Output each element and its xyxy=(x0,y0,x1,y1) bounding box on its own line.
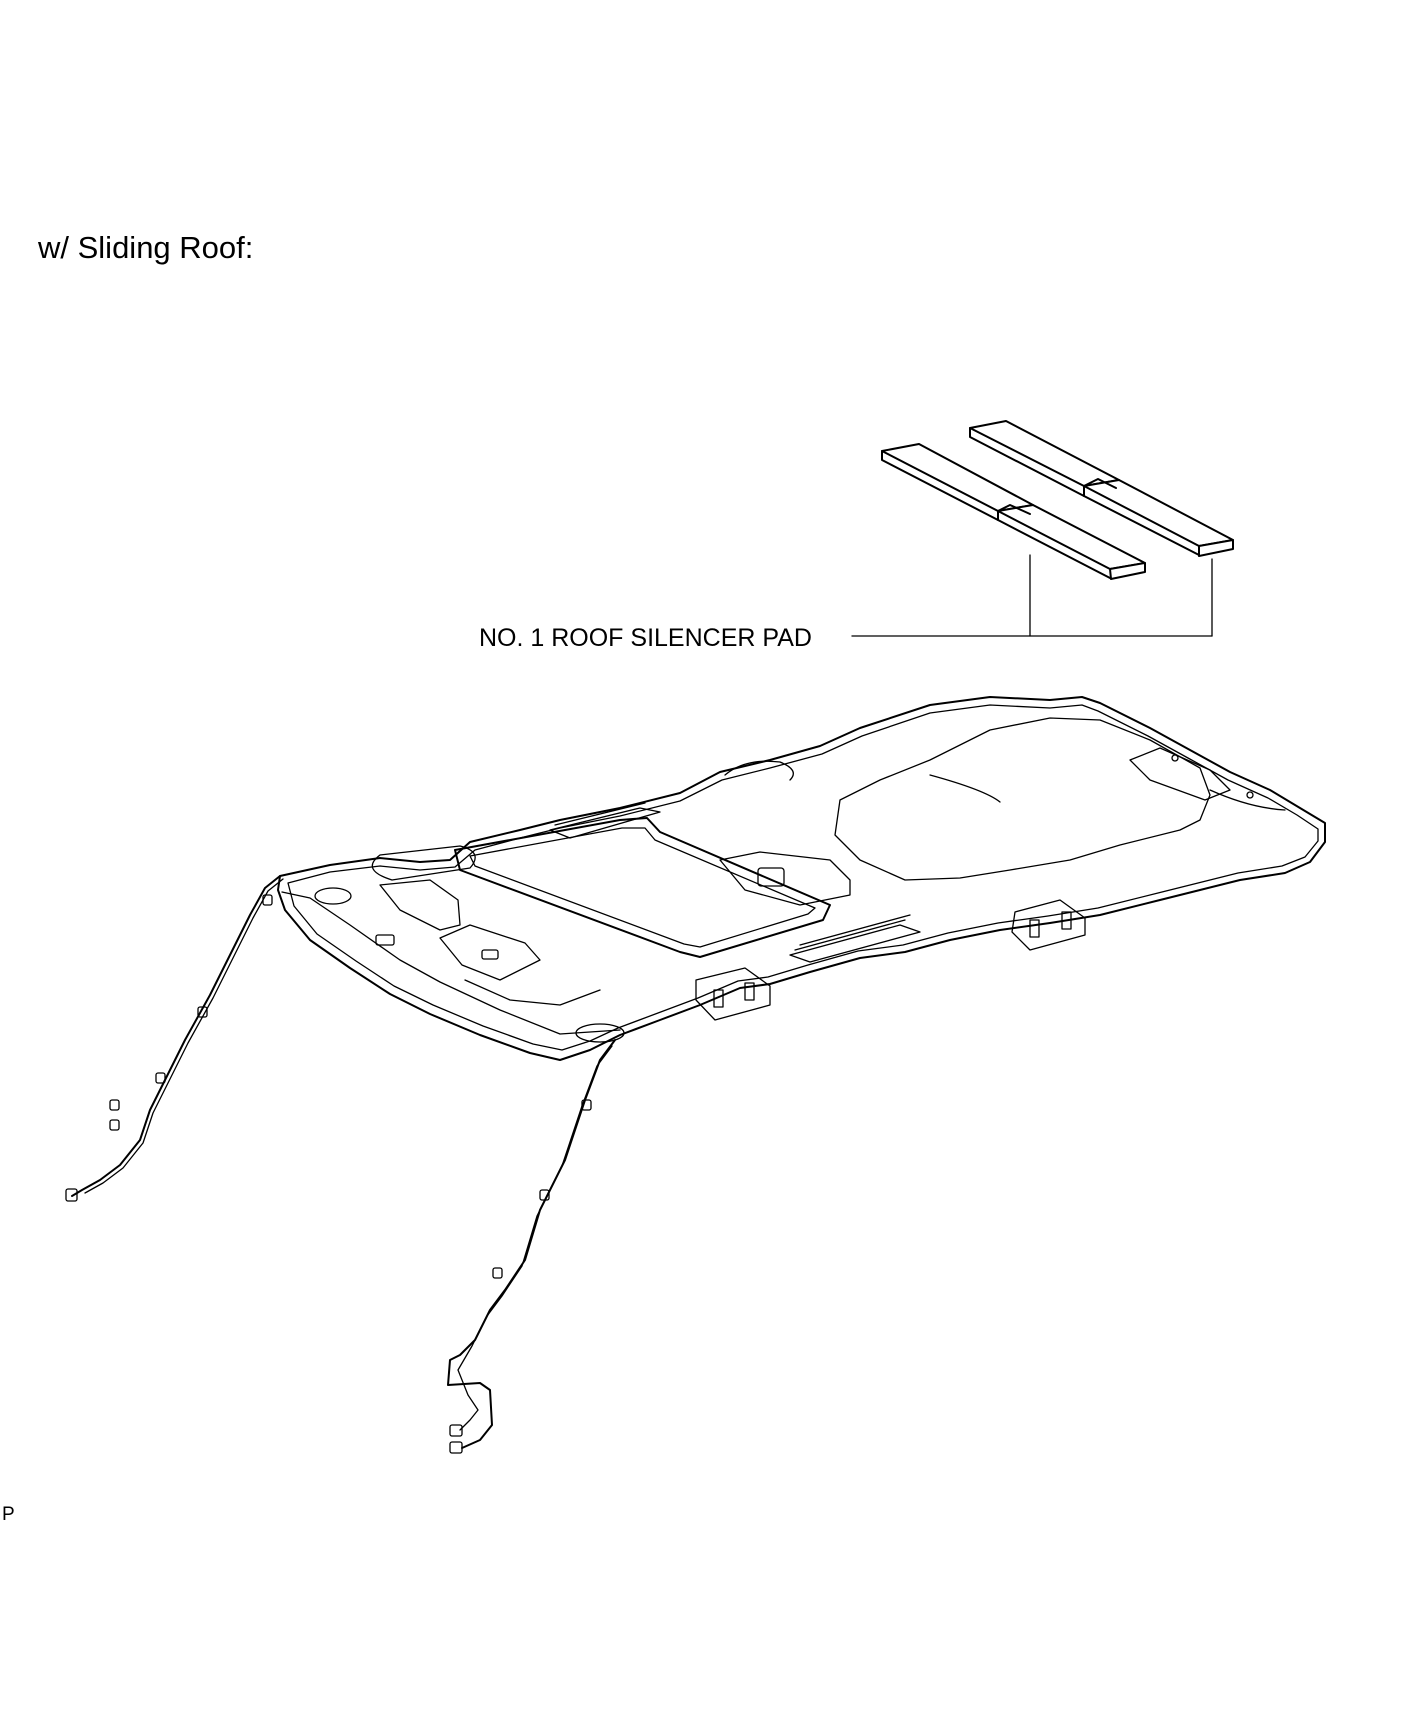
wire-harness-left xyxy=(65,875,284,1202)
callout-label-roof-silencer-pad: NO. 1 ROOF SILENCER PAD xyxy=(479,624,812,652)
leader-lines xyxy=(851,554,1213,637)
wire-harness-right xyxy=(447,1039,616,1454)
roof-silencer-pad-left xyxy=(881,443,1146,580)
roof-silencer-pad-right xyxy=(969,420,1234,557)
sliding-roof-opening xyxy=(454,817,831,958)
rear-roof-panel xyxy=(834,717,1211,881)
headliner-features xyxy=(314,747,1286,1043)
page-code: P xyxy=(2,1504,15,1525)
headliner-outline xyxy=(277,696,1326,1061)
figure-heading: w/ Sliding Roof: xyxy=(38,230,254,265)
